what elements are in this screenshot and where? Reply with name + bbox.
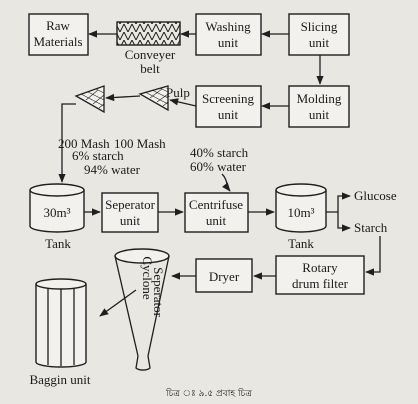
tank-30-volume: 30m³ <box>43 205 70 220</box>
starch-label: Starch <box>354 220 388 235</box>
rotary-label-1: Rotary <box>302 260 338 275</box>
arrow-mesh200-to-tank <box>58 103 76 183</box>
starch-40-label: 40% starch <box>190 145 249 160</box>
screening-unit-label-2: unit <box>218 107 239 122</box>
arrow-to-glucose <box>326 192 351 213</box>
tank-30-cylinder: 30m³ <box>29 183 85 233</box>
mesh-100-filter <box>138 85 169 112</box>
tank-10-volume: 10m³ <box>287 205 314 220</box>
molding-unit-label-1: Molding <box>297 91 342 106</box>
mesh-100-label: 100 Mash <box>114 136 166 151</box>
centrifuse-unit-box: Centrifuse unit <box>184 192 249 233</box>
washing-unit-label-1: Washing <box>205 19 251 34</box>
baggin-unit <box>35 278 87 368</box>
raw-materials-label-2: Materials <box>33 34 82 49</box>
arrow-to-starch <box>337 212 351 232</box>
arrow-cyclone-to-baggin <box>99 289 137 317</box>
mesh-200-filter <box>74 85 105 114</box>
cyclone-label-2: Seperator <box>151 267 166 317</box>
dryer-box: Dryer <box>195 258 253 293</box>
water-94-label: 94% water <box>84 162 141 177</box>
rotary-label-2: drum filter <box>292 276 349 291</box>
slicing-unit-label-2: unit <box>309 35 330 50</box>
cyclone-separator: Cyclone Seperator <box>114 248 170 371</box>
conveyer-belt: Conveyer belt <box>116 21 181 76</box>
arrow-mesh100-to-mesh200 <box>105 93 141 102</box>
pulp-label: Pulp <box>166 85 190 100</box>
screening-unit-label-1: Screening <box>202 91 254 106</box>
molding-unit-box: Molding unit <box>288 85 350 128</box>
tank-10-caption: Tank <box>288 236 314 251</box>
tank-10-cylinder: 10m³ <box>275 183 327 233</box>
arrow-centrifuse-note <box>221 173 231 192</box>
slicing-unit-box: Slicing unit <box>288 13 350 56</box>
raw-materials-label-1: Raw <box>46 18 70 33</box>
separator-unit-label-2: unit <box>120 213 141 228</box>
figure-caption: চিত্র ঃ ৯.৫ প্রবাহ চিত্র <box>165 388 252 399</box>
washing-unit-label-2: unit <box>218 35 239 50</box>
cyclone-label-1: Cyclone <box>140 256 155 300</box>
arrow-starch-to-rotary <box>365 236 381 276</box>
tank-30-caption: Tank <box>45 236 71 251</box>
slicing-unit-label-1: Slicing <box>301 19 338 34</box>
rotary-drum-filter-box: Rotary drum filter <box>275 255 365 295</box>
conveyer-belt-label-2: belt <box>140 61 160 76</box>
water-60-label: 60% water <box>190 159 247 174</box>
arrow-screening-to-mesh100 <box>169 98 197 107</box>
washing-unit-box: Washing unit <box>195 13 262 56</box>
centrifuse-unit-label-1: Centrifuse <box>189 197 243 212</box>
baggin-unit-caption: Baggin unit <box>29 372 90 387</box>
separator-unit-box: Seperator unit <box>101 192 159 233</box>
conveyer-belt-label-1: Conveyer <box>125 47 176 62</box>
screening-unit-box: Screening unit <box>195 85 262 128</box>
separator-unit-label-1: Seperator <box>105 197 155 212</box>
centrifuse-unit-label-2: unit <box>206 213 227 228</box>
starch-6-label: 6% starch <box>72 148 124 163</box>
dryer-label: Dryer <box>209 269 240 284</box>
mesh-200-label: 200 Mash <box>58 136 110 151</box>
glucose-label: Glucose <box>354 188 397 203</box>
raw-materials-box: Raw Materials <box>28 13 89 56</box>
molding-unit-label-2: unit <box>309 107 330 122</box>
